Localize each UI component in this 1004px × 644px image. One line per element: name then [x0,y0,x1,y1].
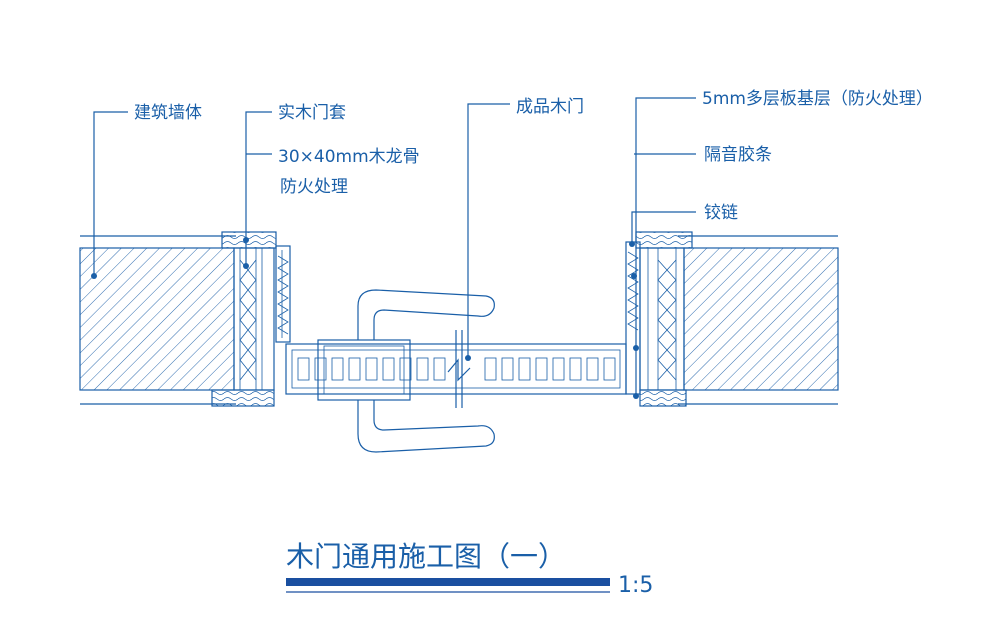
door-core-cell [552,357,565,381]
door-core-cell [348,357,361,381]
door-core-cell [535,357,548,381]
label-door-casing: 实木门套 [278,103,346,123]
label-keel-line2: 防火处理 [280,177,348,197]
leader-lines [91,97,696,399]
right-wall [678,235,839,405]
left-door-casing [211,231,291,407]
label-sound-strip: 隔音胶条 [704,145,772,165]
door-leaf [285,330,627,408]
door-core-cell [314,357,327,381]
door-core-cell [569,357,582,381]
door-handle [317,289,495,453]
label-hinge: 铰链 [704,203,738,223]
door-core-cell [297,357,310,381]
door-core-cell [433,357,446,381]
label-keel-line1: 30×40mm木龙骨 [278,147,420,167]
door-core-cell [518,357,531,381]
label-finished-door: 成品木门 [516,97,584,117]
door-core-cell [586,357,599,381]
label-wall: 建筑墙体 [134,103,202,123]
door-core-cell [399,357,412,381]
door-core-cell [382,357,395,381]
label-base-layer: 5mm多层板基层（防火处理） [702,89,933,109]
door-core-cell [331,357,344,381]
door-core-cell [484,357,497,381]
door-core-cell [416,357,429,381]
drawing-title: 木门通用施工图（一） [286,540,566,573]
drawing-scale: 1:5 [618,573,653,598]
door-core-cell [603,357,616,381]
left-wall [79,235,236,405]
right-door-casing [625,231,693,407]
door-core-cell [365,357,378,381]
title-underline [286,578,610,586]
door-core-cell [501,357,514,381]
